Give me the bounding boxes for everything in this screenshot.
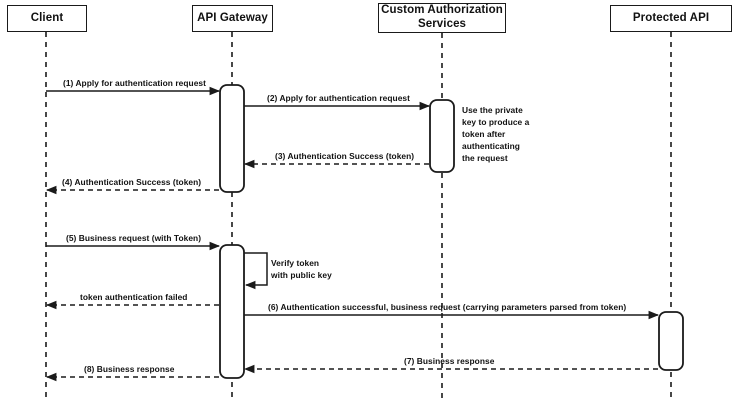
note-line: authenticating [462,140,520,151]
participant-box-custom-authorization-services: Custom Authorization Services [378,3,506,33]
note-line: with public key [271,269,332,280]
message-label-msg-4: (4) Authentication Success (token) [62,177,202,187]
participant-label-api-gateway: API Gateway [197,11,268,24]
note-line: Use the private [462,105,523,115]
participant-label-custom-authorization-services: Custom Authorization Services [381,4,503,30]
activation-bar-auth-service-activation [429,99,455,173]
activations-layer [219,84,684,379]
messages-layer [45,86,660,382]
message-label-msg-2: (2) Apply for authentication request [267,93,410,103]
message-label-msg-1: (1) Apply for authentication request [63,78,206,88]
note-line: key to produce a [462,116,530,127]
message-label-msg-8: (8) Business response [84,364,175,374]
note-line: Verify token [271,258,320,268]
participant-label-client: Client [30,11,64,24]
message-label-msg-3: (3) Authentication Success (token) [275,151,415,161]
note-line: the request [462,152,508,163]
activation-bar-protected-api-activation [658,311,684,371]
participant-label-protected-api: Protected API [632,11,710,24]
self-message-path-self-verify-token [244,252,268,290]
activation-bar-gateway-auth-activation [219,84,245,193]
participant-box-client: Client [7,5,87,32]
message-label-msg-6: (6) Authentication successful, business … [268,302,627,312]
participant-box-api-gateway: API Gateway [192,5,273,32]
message-label-msg-7: (7) Business response [404,356,495,366]
note-line: token after [462,128,506,139]
participant-box-protected-api: Protected API [610,5,732,32]
message-label-msg-5: (5) Business request (with Token) [66,233,202,243]
activation-bar-gateway-business-activation [219,244,245,379]
message-label-msg-token-failed: token authentication failed [80,292,188,302]
